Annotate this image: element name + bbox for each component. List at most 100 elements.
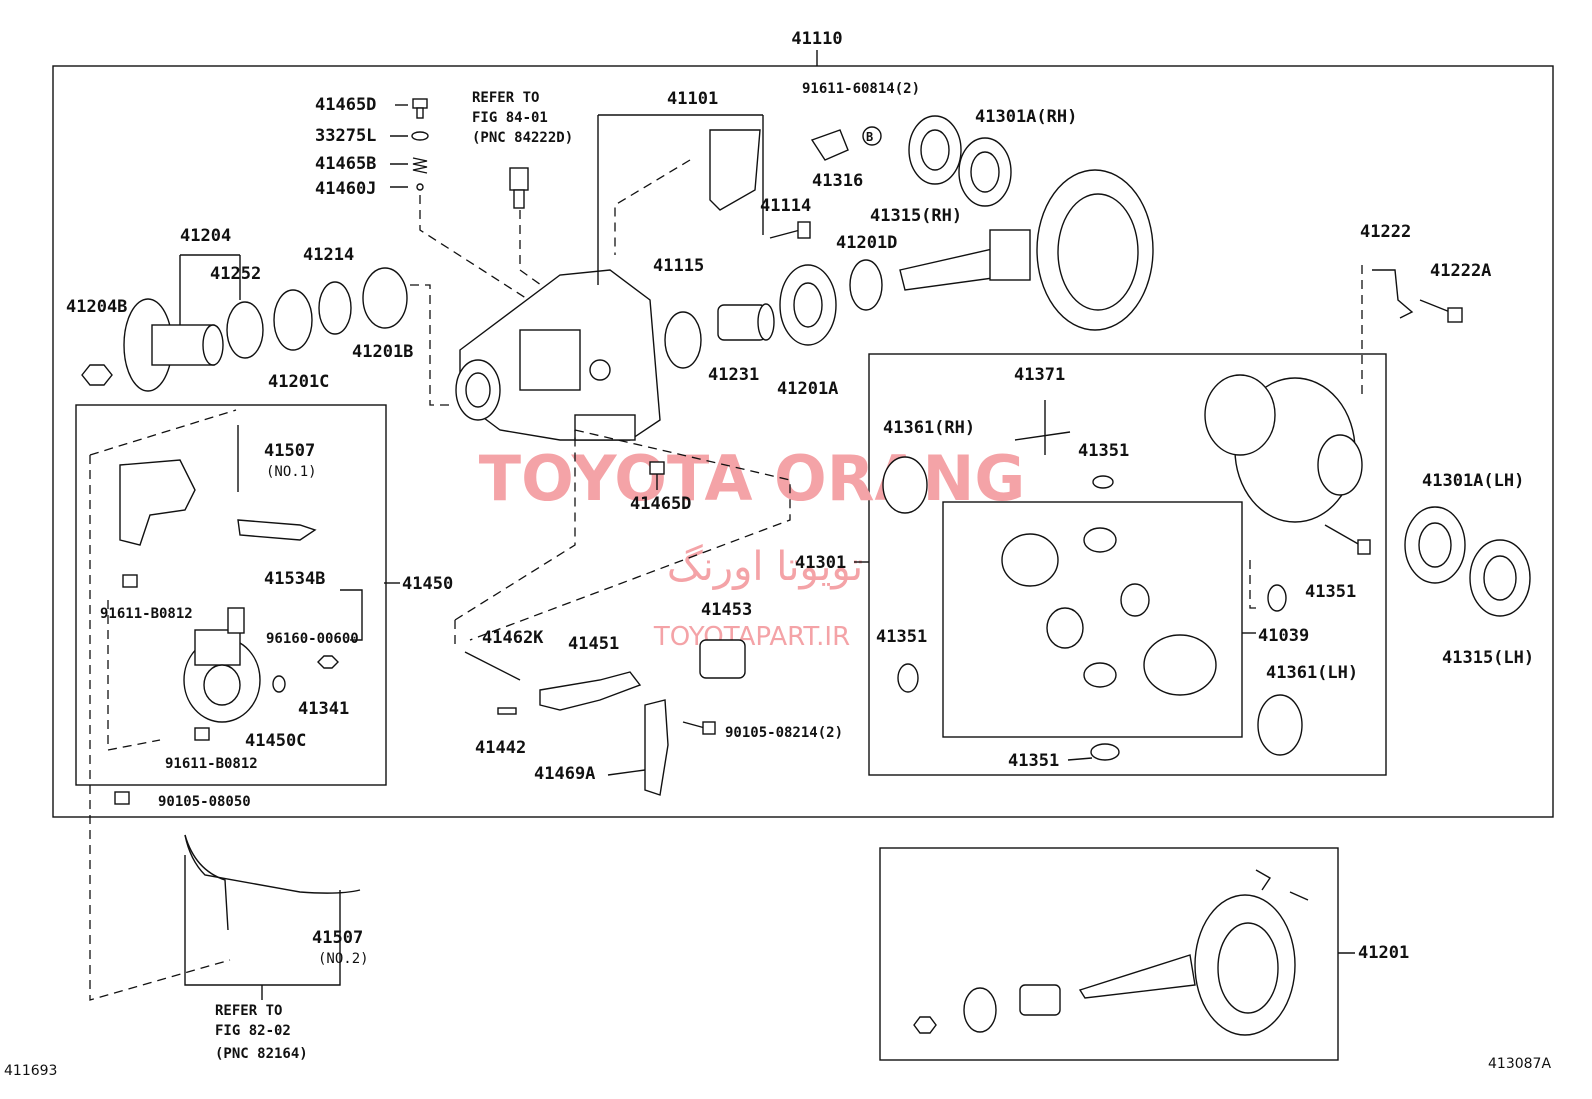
- washer-icon: [1090, 743, 1120, 761]
- figure-id-left: 411693: [4, 1063, 57, 1079]
- label-41351-c: 41351: [1305, 582, 1356, 602]
- label-41351-b: 41351: [876, 627, 927, 647]
- label-41351-a: 41351: [1078, 441, 1129, 461]
- label-41301A-RH: 41301A(RH): [975, 107, 1077, 127]
- refer-bottom-line3: (PNC 82164): [215, 1046, 308, 1062]
- bracket-icon: [810, 129, 849, 161]
- washer-icon: [1257, 694, 1303, 756]
- housing-icon: [455, 269, 661, 441]
- label-41460J: 41460J: [315, 179, 376, 199]
- bolt-icon: [649, 461, 665, 490]
- ball-icon: [416, 183, 424, 191]
- bracket-icon: [1255, 869, 1271, 891]
- label-41465D-top: 41465D: [315, 95, 376, 115]
- oil-seal-icon: [664, 311, 702, 369]
- label-41110: 41110: [791, 29, 842, 49]
- label-41451: 41451: [568, 634, 619, 654]
- bearing-icon: [958, 137, 1012, 207]
- nut-icon: [81, 364, 113, 386]
- bearing-icon: [273, 289, 313, 351]
- label-41507-no2: 41507: [312, 928, 363, 948]
- washer-icon: [1267, 584, 1287, 612]
- pinion-shaft-icon: [1078, 954, 1196, 999]
- washer-icon: [411, 131, 429, 141]
- oil-seal-icon: [226, 301, 264, 359]
- bearing-icon: [1404, 506, 1466, 584]
- flange-icon: [123, 298, 224, 392]
- watermark-persian: تویوتا اورنگ: [667, 544, 863, 590]
- label-90105-08214: 90105-08214(2): [725, 725, 843, 741]
- subassembly-frame-41201: [879, 847, 1339, 1061]
- label-41361-LH: 41361(LH): [1266, 663, 1358, 683]
- bolt-icon: [194, 727, 210, 741]
- label-41507-no1: 41507: [264, 441, 315, 461]
- label-41351-d: 41351: [1008, 751, 1059, 771]
- washer-icon: [1092, 475, 1114, 489]
- gear-icon: [1194, 894, 1296, 1036]
- bearing-icon: [1469, 539, 1531, 617]
- sensor-icon: [183, 607, 261, 723]
- key-icon: [497, 707, 517, 715]
- bolt-icon: [1419, 299, 1463, 323]
- bearing-icon: [963, 987, 997, 1033]
- ball-icon: [862, 126, 882, 146]
- spacer-icon: [318, 281, 352, 335]
- label-41101: 41101: [667, 89, 718, 109]
- bearing-icon: [362, 267, 408, 329]
- bolt-icon: [769, 221, 811, 239]
- label-41507-no2-sub: (NO.2): [318, 951, 369, 967]
- label-41453: 41453: [701, 600, 752, 620]
- label-41201: 41201: [1358, 943, 1409, 963]
- washer-icon: [882, 456, 928, 514]
- gear-icon: [1036, 169, 1154, 331]
- sensor-icon: [509, 167, 529, 209]
- svg-text:B: B: [866, 130, 873, 144]
- label-41462K: 41462K: [482, 628, 544, 648]
- label-91611-B0812-b: 91611-B0812: [165, 756, 258, 772]
- label-41222A: 41222A: [1430, 261, 1491, 281]
- pinion-shaft-icon: [1014, 400, 1071, 455]
- bolt-icon: [1324, 524, 1371, 555]
- label-41507-no1-sub: (NO.1): [266, 464, 317, 480]
- cable-icon: [184, 834, 361, 894]
- figure-id-right: 413087A: [1488, 1056, 1551, 1072]
- label-41204: 41204: [180, 226, 231, 246]
- bolt-icon: [682, 721, 716, 735]
- shift-fork-icon: [539, 671, 642, 711]
- label-41371: 41371: [1014, 365, 1065, 385]
- label-41534B: 41534B: [264, 569, 325, 589]
- label-41361-RH: 41361(RH): [883, 418, 975, 438]
- label-41469A: 41469A: [534, 764, 595, 784]
- o-ring-icon: [272, 675, 286, 693]
- washer-icon: [849, 259, 883, 311]
- gear-icon: [1001, 527, 1217, 696]
- label-41201A: 41201A: [777, 379, 838, 399]
- assembly-frame-41110: [52, 65, 1554, 818]
- refer-bottom-line2: FIG 82-02: [215, 1023, 291, 1039]
- label-41201D: 41201D: [836, 233, 897, 253]
- shift-lever-icon: [644, 699, 669, 796]
- subassembly-frame-41450: [75, 404, 387, 786]
- label-91611-60814: 91611-60814(2): [802, 81, 920, 97]
- nut-icon: [913, 1016, 937, 1034]
- label-41465B: 41465B: [315, 154, 376, 174]
- pin-icon: [464, 651, 521, 681]
- subassembly-frame-41301: [868, 353, 1387, 776]
- bolt-icon: [122, 574, 138, 588]
- watermark-main: TOYOTA ORANG: [479, 442, 1025, 515]
- refer-top-line3: (PNC 84222D): [472, 130, 573, 146]
- sleeve-icon: [699, 639, 746, 679]
- label-41039: 41039: [1258, 626, 1309, 646]
- subassembly-frame-41039: [942, 501, 1243, 738]
- differential-case-icon: [1204, 374, 1363, 523]
- label-41204B: 41204B: [66, 297, 127, 317]
- label-91611-B0812-a: 91611-B0812: [100, 606, 193, 622]
- spacer-icon: [1019, 984, 1061, 1016]
- label-41115: 41115: [653, 256, 704, 276]
- label-41465D-mid: 41465D: [630, 494, 691, 514]
- bracket-icon: [1372, 269, 1414, 319]
- label-41201B: 41201B: [352, 342, 413, 362]
- refer-top-line1: REFER TO: [472, 90, 539, 106]
- refer-bottom-line1: REFER TO: [215, 1003, 282, 1019]
